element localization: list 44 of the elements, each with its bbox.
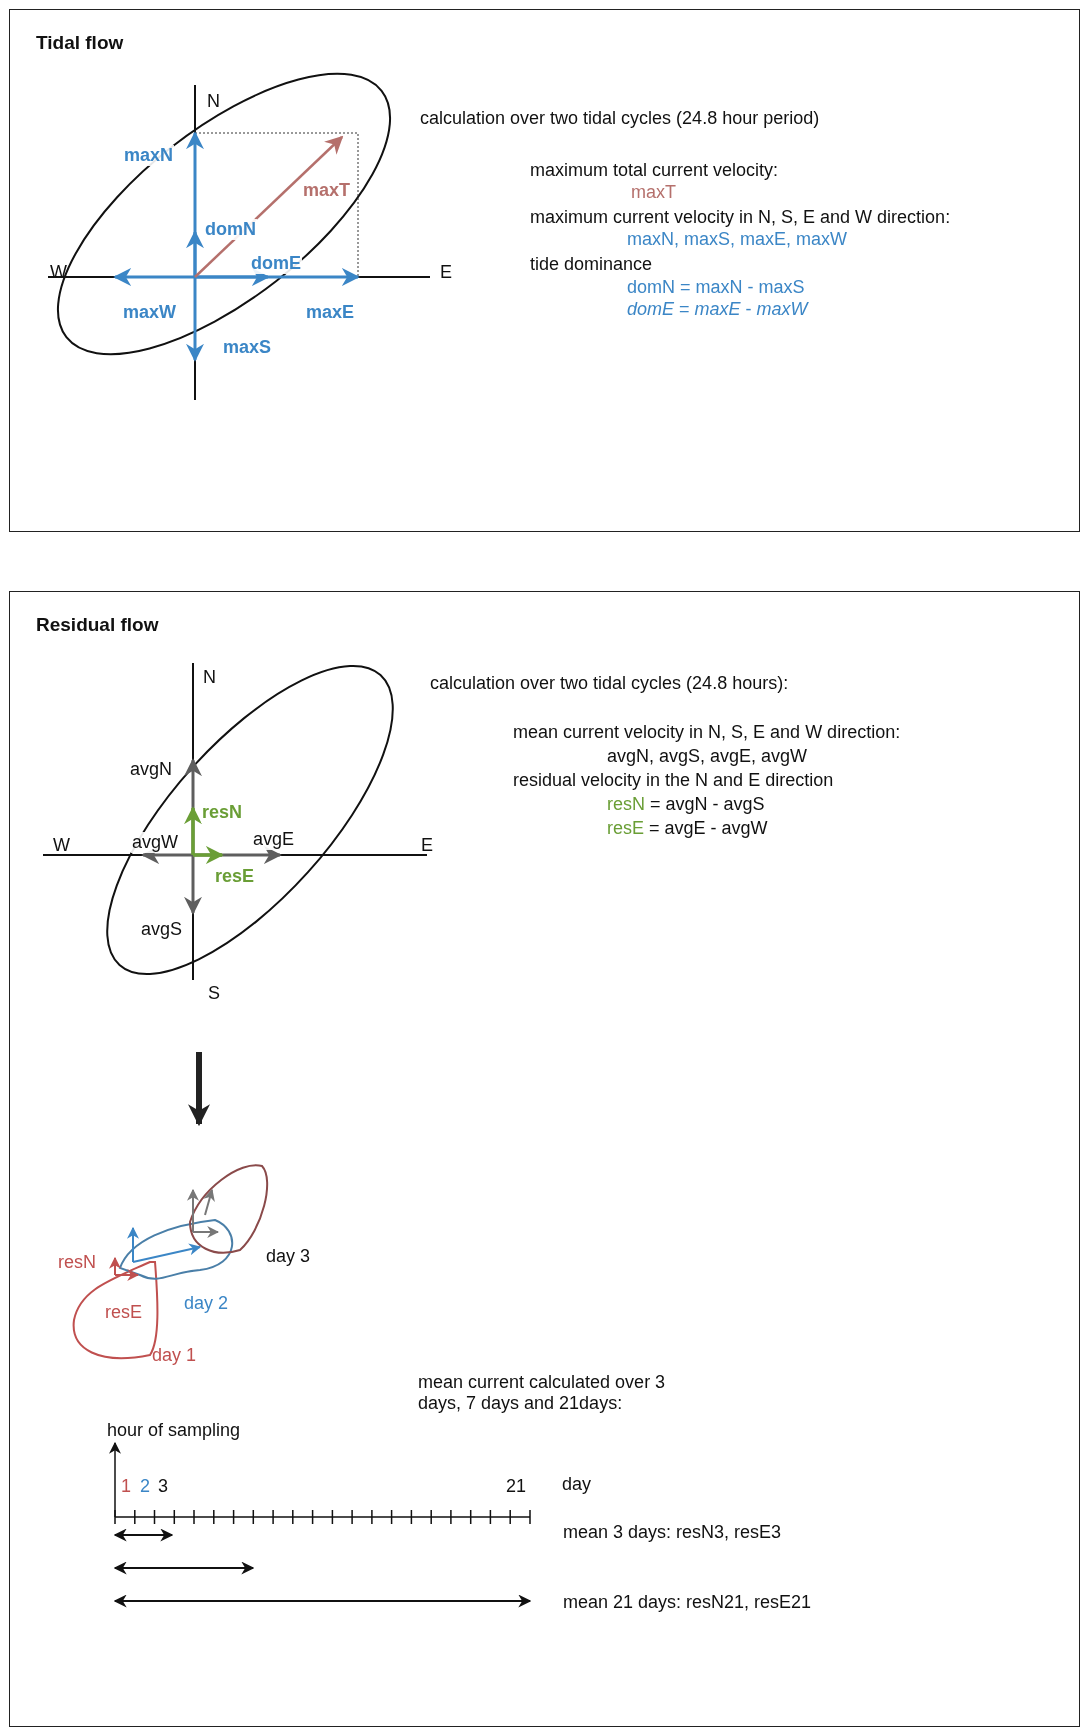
axis-label: N bbox=[207, 91, 220, 112]
panel-frame bbox=[9, 591, 1080, 1727]
panel-title: Tidal flow bbox=[36, 32, 124, 54]
formula-text: resN = avgN - avgS bbox=[607, 794, 765, 815]
vector-label: domN bbox=[204, 219, 257, 240]
vector-label: avgE bbox=[252, 829, 296, 850]
tick-label: 21 bbox=[506, 1476, 527, 1497]
panel-title: Residual flow bbox=[36, 614, 159, 636]
day-label: day 1 bbox=[152, 1345, 197, 1366]
vector-label: avgN bbox=[129, 759, 174, 780]
day-label: day 2 bbox=[184, 1293, 229, 1314]
axis-label: E bbox=[440, 262, 452, 283]
formula-text: domN = maxN - maxS bbox=[627, 277, 805, 298]
formula-text: domE = maxE - maxW bbox=[627, 299, 808, 320]
note-text: calculation over two tidal cycles (24.8 hours): bbox=[430, 673, 789, 694]
note-text: mean current calculated over 3 days, 7 days and 21days: bbox=[418, 1372, 667, 1414]
axis-label: E bbox=[421, 835, 433, 856]
formula-text: maxT bbox=[631, 182, 676, 203]
formula-text: maxN, maxS, maxE, maxW bbox=[627, 229, 848, 250]
tick-label: 3 bbox=[158, 1476, 168, 1497]
note-text: mean 21 days: resN21, resE21 bbox=[563, 1592, 812, 1613]
note-text: maximum total current velocity: bbox=[530, 160, 779, 181]
vector-label: resN bbox=[201, 802, 244, 823]
axis-title: hour of sampling bbox=[107, 1420, 241, 1441]
note-text: tide dominance bbox=[530, 254, 653, 275]
vector-label: domE bbox=[250, 253, 302, 274]
formula-text: avgN, avgS, avgE, avgW bbox=[607, 746, 808, 767]
axis-label: N bbox=[203, 667, 216, 688]
vector-label: maxN bbox=[123, 145, 175, 166]
panel-frame bbox=[9, 9, 1080, 532]
axis-label: W bbox=[53, 835, 70, 856]
note-text: mean 3 days: resN3, resE3 bbox=[563, 1522, 782, 1543]
tick-label: 1 bbox=[121, 1476, 131, 1497]
note-text: mean current velocity in N, S, E and W direction: bbox=[513, 722, 901, 743]
formula-text: resE = avgE - avgW bbox=[607, 818, 768, 839]
note-text: calculation over two tidal cycles (24.8 hour period) bbox=[420, 108, 820, 129]
note-text: residual velocity in the N and E direction bbox=[513, 770, 834, 791]
day-label: day 3 bbox=[266, 1246, 311, 1267]
note-text: maximum current velocity in N, S, E and W direction: bbox=[530, 207, 951, 228]
vector-label: avgS bbox=[140, 919, 184, 940]
vector-label: avgW bbox=[131, 832, 179, 853]
axis-label: S bbox=[208, 983, 220, 1004]
axis-title: day bbox=[562, 1474, 592, 1495]
tick-label: 2 bbox=[140, 1476, 150, 1497]
